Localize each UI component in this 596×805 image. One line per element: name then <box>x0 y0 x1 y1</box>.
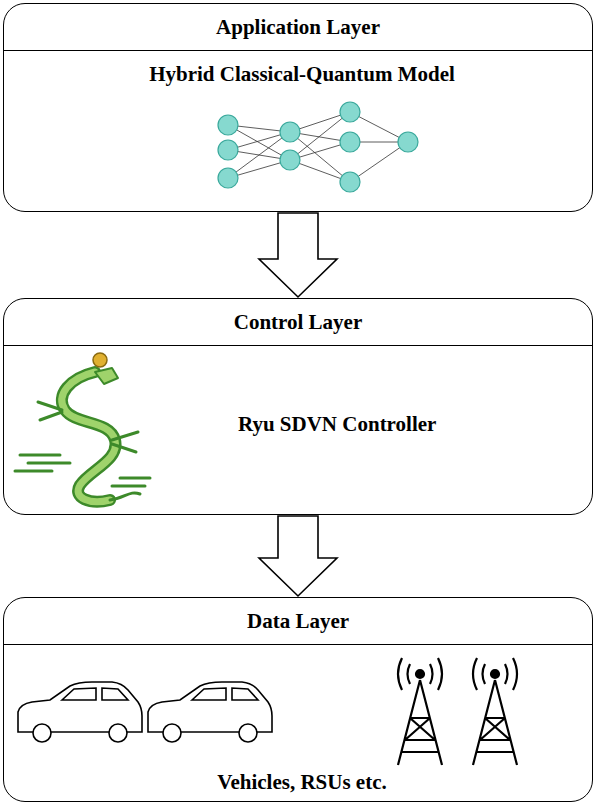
layer-box: Data LayerVehicles, RSUs etc. <box>3 597 593 802</box>
car-icons <box>18 682 272 742</box>
block-arrow <box>259 516 337 596</box>
layer-label: Ryu SDVN Controller <box>238 412 436 437</box>
neural-network-icon <box>218 102 418 192</box>
layer-label: Vehicles, RSUs etc. <box>12 770 592 795</box>
rsu-tower-icons <box>398 658 517 765</box>
layer-box: Control LayerRyu SDVN Controller <box>3 298 593 515</box>
block-arrow <box>259 213 337 297</box>
layer-heading: Control Layer <box>4 299 592 346</box>
layer-heading: Data Layer <box>4 598 592 645</box>
layer-box: Application LayerHybrid Classical-Quantu… <box>3 3 593 212</box>
layer-heading: Application Layer <box>4 4 592 51</box>
ryu-dragon-logo <box>15 353 150 502</box>
layer-label: Hybrid Classical-Quantum Model <box>12 62 592 87</box>
